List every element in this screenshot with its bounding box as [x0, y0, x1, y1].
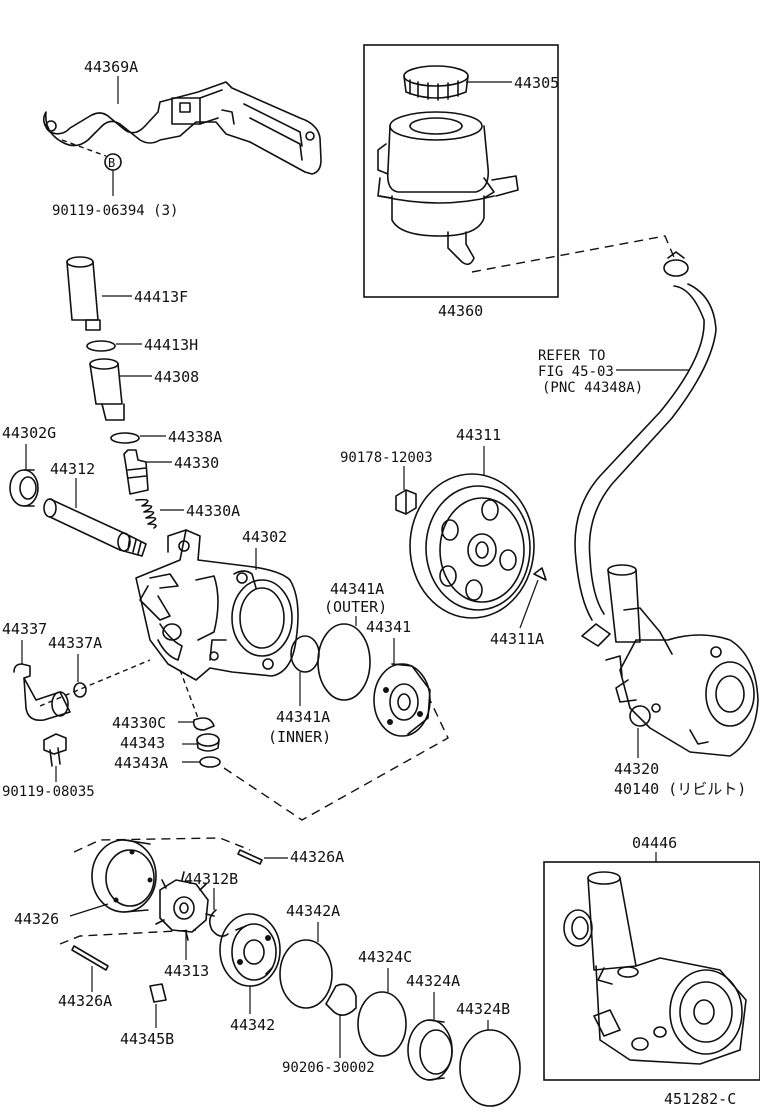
bolt-90119-08035	[43, 733, 67, 767]
label-44305: 44305	[514, 74, 559, 92]
nut-90178-12003	[395, 489, 417, 515]
label-44311: 44311	[456, 426, 501, 444]
label-44413H: 44413H	[144, 336, 198, 354]
refer-line-3: (PNC 44348A)	[542, 380, 643, 396]
gasket-44337A	[73, 682, 87, 698]
label-44324C: 44324C	[358, 948, 412, 966]
oring-44341A-outer	[317, 623, 371, 701]
spring-44330A	[135, 498, 157, 529]
label-44302: 44302	[242, 528, 287, 546]
label-44330A: 44330A	[186, 502, 240, 520]
label-44341A-outer: 44341A	[330, 580, 384, 598]
label-44337A: 44337A	[48, 634, 102, 652]
valve-44330	[123, 449, 149, 495]
label-44320: 44320	[614, 760, 659, 778]
pressure-plate-44342	[219, 913, 281, 987]
pin-44326A-bottom	[71, 945, 109, 971]
label-90119-08035: 90119-08035	[2, 784, 95, 800]
oring-44338A	[110, 432, 140, 444]
label-44342A: 44342A	[286, 902, 340, 920]
label-44313: 44313	[164, 962, 209, 980]
label-44342: 44342	[230, 1016, 275, 1034]
label-44341A-inner: 44341A	[276, 708, 330, 726]
label-44413F: 44413F	[134, 288, 188, 306]
label-44330C: 44330C	[112, 714, 166, 732]
label-44341A-inner-note: (INNER)	[268, 728, 331, 746]
label-90206-30002: 90206-30002	[282, 1060, 375, 1076]
label-44330: 44330	[174, 454, 219, 472]
shaft-44312	[43, 498, 147, 557]
label-44341: 44341	[366, 618, 411, 636]
gasket-kit-box	[543, 861, 760, 1081]
oring-44324B	[459, 1029, 521, 1107]
label-44308: 44308	[154, 368, 199, 386]
oring-44324C	[357, 991, 407, 1057]
rotor-44313	[155, 871, 215, 941]
label-ref-b: B	[108, 156, 115, 170]
pump-assembly-44320	[605, 564, 759, 757]
hose-clamp	[663, 251, 689, 277]
refer-line-1: REFER TO	[538, 348, 605, 364]
label-44312B: 44312B	[184, 870, 238, 888]
label-44369A: 44369A	[84, 58, 138, 76]
label-44343A: 44343A	[114, 754, 168, 772]
bracket-44369A	[42, 81, 322, 175]
pin-44326A-top	[237, 849, 263, 865]
side-plate-44341	[373, 663, 431, 737]
label-44324A: 44324A	[406, 972, 460, 990]
label-44326A-bottom: 44326A	[58, 992, 112, 1010]
union-44337	[13, 663, 71, 722]
cam-ring-44326	[91, 839, 157, 913]
label-44312: 44312	[50, 460, 95, 478]
label-44341A-outer-note: (OUTER)	[324, 598, 387, 616]
clip-44330C	[192, 717, 215, 731]
label-44343: 44343	[120, 734, 165, 752]
figure-number: 451282-C	[664, 1090, 736, 1108]
label-44326A-top: 44326A	[290, 848, 344, 866]
key-44311A	[533, 567, 547, 581]
label-44337: 44337	[2, 620, 47, 638]
plug-44343	[196, 733, 220, 752]
reservoir-box	[363, 44, 559, 298]
oring-44413H	[86, 340, 116, 352]
label-90178-12003: 90178-12003	[340, 450, 433, 466]
oil-seal-44302G	[9, 469, 39, 507]
label-44311A: 44311A	[490, 630, 544, 648]
oring-44341A-inner	[290, 635, 320, 673]
oring-44343A	[199, 756, 221, 768]
return-hose	[574, 283, 717, 647]
snap-ring-90206	[325, 983, 357, 1016]
seal-44324A	[407, 1019, 453, 1081]
pulley-44311	[409, 473, 535, 619]
label-44338A: 44338A	[168, 428, 222, 446]
reservoir-tank	[377, 111, 519, 266]
label-44345B: 44345B	[120, 1030, 174, 1048]
valve-44308	[89, 358, 125, 421]
label-44360: 44360	[438, 302, 483, 320]
label-04446: 04446	[632, 834, 677, 852]
gasket-kit-illustration	[563, 871, 747, 1065]
pump-body-44302	[135, 529, 299, 681]
label-90119-06394: 90119-06394 (3)	[52, 203, 178, 219]
valve-cap-44413F	[66, 256, 101, 331]
label-44326: 44326	[14, 910, 59, 928]
label-44302G: 44302G	[2, 424, 56, 442]
refer-line-2: FIG 45-03	[538, 364, 614, 380]
label-44324B: 44324B	[456, 1000, 510, 1018]
label-40140: 40140 (リビルト)	[614, 780, 746, 798]
reservoir-cap-44305	[403, 65, 469, 101]
vane-44345B	[149, 983, 167, 1003]
snap-ring-44312B	[208, 909, 229, 938]
oring-44342A	[279, 939, 333, 1009]
